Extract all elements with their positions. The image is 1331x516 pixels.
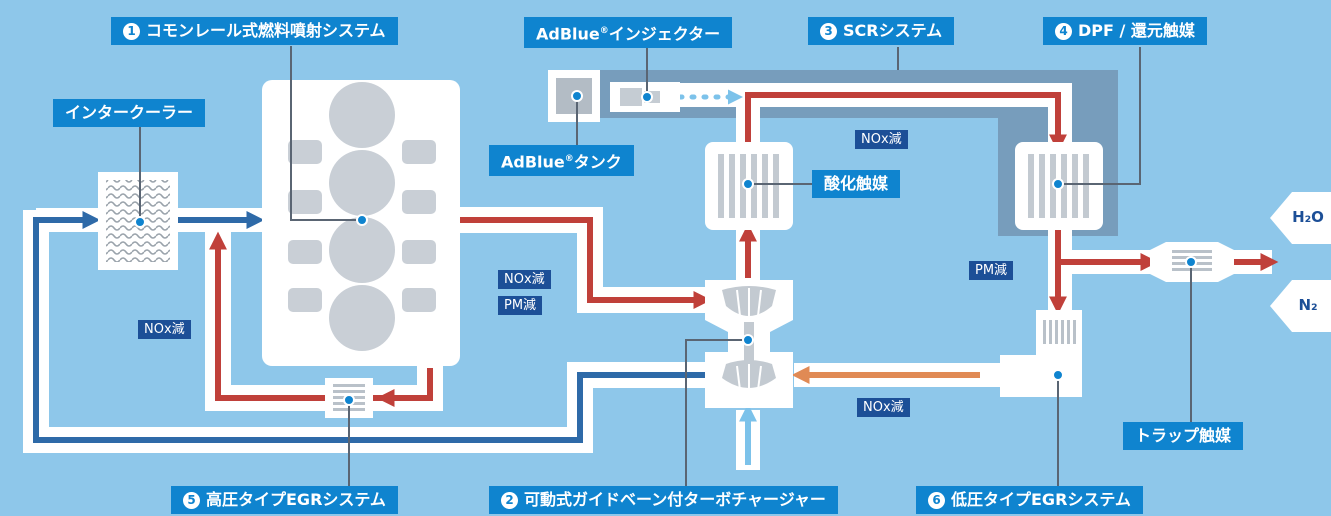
label-text: インジェクター xyxy=(608,24,721,44)
label-text: 低圧タイプEGRシステム xyxy=(951,490,1131,509)
label-number: 3 xyxy=(820,23,837,40)
label-number: 2 xyxy=(501,492,518,509)
label-text: インタークーラー xyxy=(65,103,194,122)
exhaust-main xyxy=(458,217,712,309)
label-dpf: 4 DPF / 還元触媒 xyxy=(1043,17,1207,45)
label-intercooler: インタークーラー xyxy=(53,99,206,127)
label-adblue-injector: AdBlue®インジェクター xyxy=(524,17,733,49)
callout-dots xyxy=(134,90,1197,406)
label-number: 5 xyxy=(183,492,200,509)
label-text: コモンレール式燃料噴射システム xyxy=(146,21,386,40)
label-brand: AdBlue xyxy=(501,152,565,172)
label-text: 可動式ガイドベーン付ターボチャージャー xyxy=(524,490,826,509)
exhaust-scr xyxy=(745,92,1067,153)
label-hp-egr: 5 高圧タイプEGRシステム xyxy=(171,486,398,514)
product-h2o: H₂O xyxy=(1292,208,1324,226)
tag-pm-dpf: PM減 xyxy=(969,261,1014,280)
product-n2: N₂ xyxy=(1298,296,1318,314)
registered-mark: ® xyxy=(599,26,609,36)
label-text: タンク xyxy=(573,152,622,172)
intake-loop xyxy=(33,211,708,443)
tag-nox-scr: NOx減 xyxy=(855,130,908,149)
label-adblue-tank: AdBlue®タンク xyxy=(489,145,634,177)
label-text: 高圧タイプEGRシステム xyxy=(206,490,386,509)
label-vgt: 2 可動式ガイドベーン付ターボチャージャー xyxy=(489,486,838,514)
tag-nox-lp: NOx減 xyxy=(857,398,910,417)
scr-duct xyxy=(600,70,1118,236)
label-lp-egr: 6 低圧タイプEGRシステム xyxy=(916,486,1143,514)
flow-lines xyxy=(33,89,1279,465)
label-scr: 3 SCRシステム xyxy=(808,17,955,45)
label-trap-catalyst: トラップ触媒 xyxy=(1123,422,1244,450)
label-brand: AdBlue xyxy=(536,24,600,44)
n2-hexagon xyxy=(1270,280,1331,332)
registered-mark: ® xyxy=(564,154,574,164)
label-text: トラップ触媒 xyxy=(1135,426,1232,445)
label-number: 1 xyxy=(123,23,140,40)
label-common-rail: 1 コモンレール式燃料噴射システム xyxy=(111,17,398,45)
label-text: SCRシステム xyxy=(843,21,943,40)
h2o-hexagon xyxy=(1270,192,1331,244)
tag-pm-turbo: PM減 xyxy=(498,296,543,315)
label-oxidation-catalyst: 酸化触媒 xyxy=(812,170,901,198)
label-number: 4 xyxy=(1055,23,1072,40)
label-number: 6 xyxy=(928,492,945,509)
lp-egr-cooler xyxy=(1000,310,1082,397)
tag-nox-turbo: NOx減 xyxy=(498,270,551,289)
tag-nox-left: NOx減 xyxy=(138,320,191,339)
leader-lines xyxy=(139,46,1192,492)
label-text: DPF / 還元触媒 xyxy=(1078,21,1195,40)
label-text: 酸化触媒 xyxy=(824,174,889,193)
